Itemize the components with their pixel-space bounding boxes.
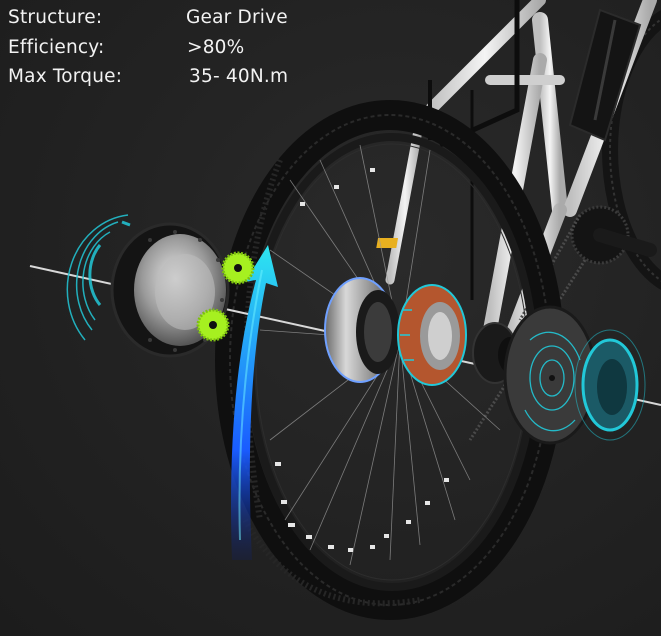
planetary-gears xyxy=(196,251,255,342)
spec-value: Gear Drive xyxy=(186,7,288,28)
spec-value: >80% xyxy=(187,36,245,58)
stator-coil xyxy=(397,284,467,386)
side-cover xyxy=(503,305,597,445)
rotation-arrow xyxy=(231,245,278,560)
hud-arcs-left xyxy=(66,214,131,341)
front-wheel xyxy=(602,10,661,290)
spec-value: 35- 40N.m xyxy=(189,66,289,87)
magnet-rotor xyxy=(324,277,400,383)
spec-label: Structure: xyxy=(8,7,103,28)
spec-label: Efficiency: xyxy=(8,36,105,58)
spec-label: Max Torque: xyxy=(8,66,123,87)
hub-cover xyxy=(110,222,230,358)
brake-disc xyxy=(574,329,646,441)
